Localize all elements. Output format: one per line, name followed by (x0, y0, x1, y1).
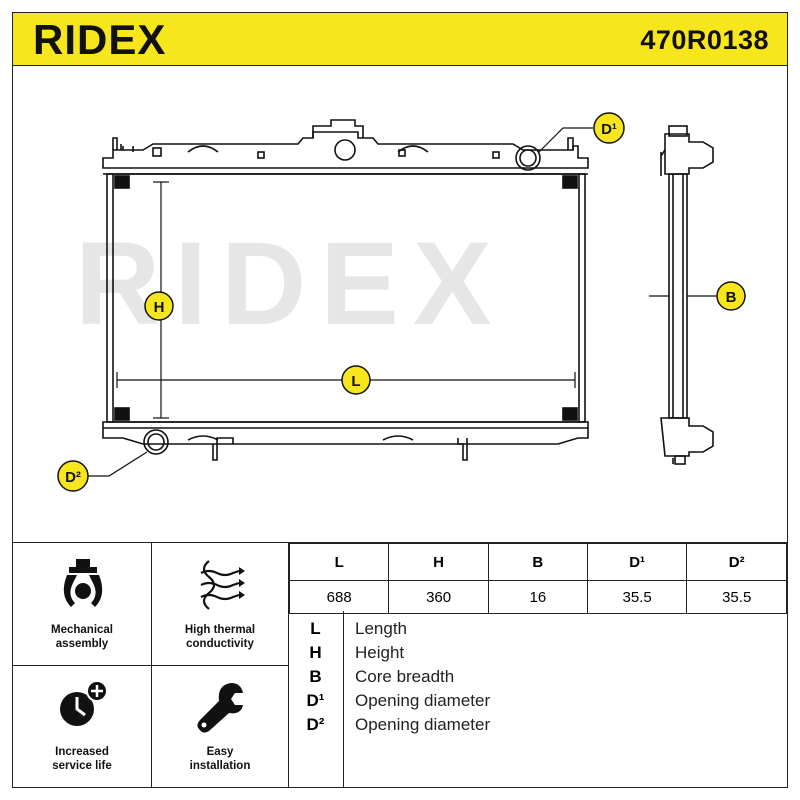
svg-text:D²: D² (65, 469, 81, 486)
svg-text:B: B (726, 289, 737, 306)
svg-text:L: L (351, 373, 360, 390)
spec-value-l: 688 (288, 580, 390, 614)
spec-value-d1: 35.5 (586, 580, 688, 614)
svg-text:D¹: D¹ (601, 121, 617, 138)
wrench-icon (197, 683, 243, 733)
heat-waves-icon (200, 560, 245, 610)
legend-row: L Length (289, 619, 787, 643)
header-bar: RIDEX 470R0138 (12, 12, 788, 66)
part-number: 470R0138 (640, 25, 769, 55)
feature-label: Easy (206, 746, 234, 758)
feature-label: assembly (55, 638, 109, 650)
feature-label: service life (52, 760, 112, 772)
info-panel: Mechanical assembly High thermal conduct… (12, 542, 788, 788)
feature-label: High thermal (184, 624, 256, 636)
divider (343, 611, 344, 787)
legend-row: D¹ Opening diameter (289, 691, 787, 715)
claw-icon (63, 559, 103, 607)
legend: L Length H Height B Core breadth D¹ Open… (289, 611, 787, 787)
ridex-logo: RIDEX (33, 21, 166, 59)
d1-opening (515, 145, 541, 171)
spec-value-b: 16 (487, 580, 588, 614)
legend-key: H (309, 643, 322, 662)
spec-value-h: 360 (388, 580, 489, 614)
legend-desc: Length (355, 619, 407, 638)
marker-d2: D² (57, 460, 89, 492)
feature-service-life: Increased service life (13, 665, 151, 787)
filler-cap (312, 119, 364, 138)
side-view (649, 125, 717, 465)
legend-row: H Height (289, 643, 787, 667)
feature-easy-installation: Easy installation (151, 665, 289, 787)
marker-h: H (144, 291, 174, 321)
svg-text:H: H (154, 299, 165, 316)
spec-value-d2: 35.5 (686, 580, 787, 614)
spec-header-l: L (288, 543, 390, 581)
feature-mechanical-assembly: Mechanical assembly (13, 543, 151, 665)
feature-label: Mechanical (51, 624, 113, 636)
clock-plus-icon (60, 680, 108, 726)
feature-label: conductivity (186, 638, 254, 650)
spec-header-d1: D¹ (586, 543, 688, 581)
spec-value-row: 688 360 16 35.5 35.5 (288, 580, 787, 614)
spec-header-h: H (388, 543, 489, 581)
legend-desc: Opening diameter (355, 715, 491, 734)
technical-drawing: RIDEX (12, 66, 788, 542)
logo-text: RIDEX (33, 21, 166, 59)
top-tank (102, 131, 589, 169)
spec-header-b: B (487, 543, 588, 581)
spec-table: L H B D¹ D² 688 360 16 35.5 35.5 (288, 543, 787, 614)
d2-opening (143, 429, 169, 455)
divider (13, 665, 289, 666)
legend-key: B (309, 667, 322, 686)
feature-label: installation (189, 760, 251, 772)
legend-desc: Core breadth (355, 667, 455, 686)
legend-key: L (310, 619, 321, 638)
radiator-drawing: RIDEX (57, 112, 746, 492)
marker-l: L (341, 365, 371, 395)
legend-desc: Opening diameter (355, 691, 491, 710)
bottom-tank (102, 421, 589, 445)
legend-key: D² (306, 715, 325, 734)
legend-desc: Height (355, 643, 405, 662)
legend-row: B Core breadth (289, 667, 787, 691)
legend-row: D² Opening diameter (289, 715, 787, 739)
feature-thermal-conductivity: High thermal conductivity (151, 543, 289, 665)
spec-header-row: L H B D¹ D² (288, 543, 787, 581)
legend-key: D¹ (306, 691, 325, 710)
marker-b: B (716, 281, 746, 311)
spec-header-d2: D² (686, 543, 787, 581)
watermark-text: RIDEX (75, 218, 506, 350)
marker-d1: D¹ (593, 112, 625, 144)
feature-label: Increased (55, 746, 109, 758)
